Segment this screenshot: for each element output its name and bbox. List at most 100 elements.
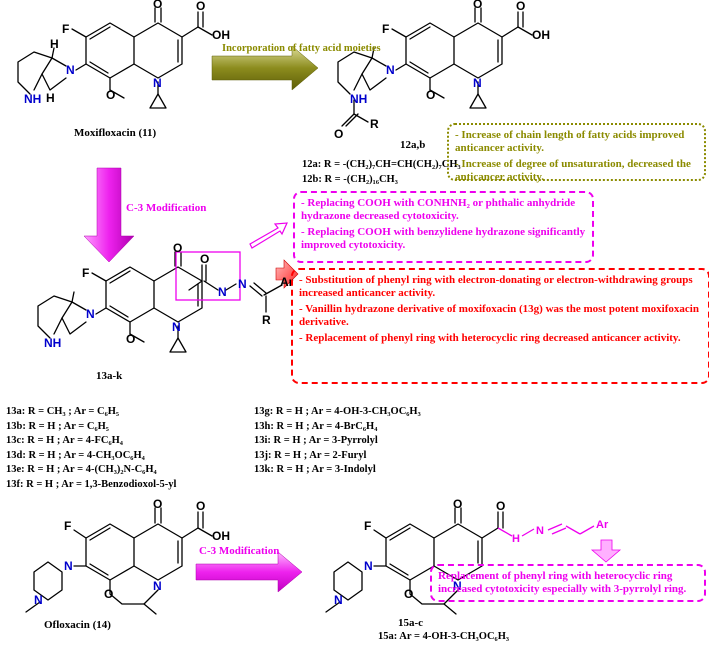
moxifloxacin-atoms: F O O OH N N O NH H H	[24, 0, 230, 106]
c3-modification-right-arrow	[195, 551, 303, 593]
hydrazide-note: - Replacing COOH with benzylidene hydraz…	[301, 226, 586, 251]
pyrrolidine-nitrogen-label-12: N	[386, 63, 395, 77]
compound-13-name: 13a-k	[96, 370, 123, 382]
moxifloxacin-name: Moxifloxacin (11)	[74, 127, 157, 139]
hydroxyl-label: OH	[212, 28, 230, 42]
c3-modification-label-bottom: C-3 Modification	[199, 545, 280, 557]
ring-nitrogen-label-15: N	[453, 579, 462, 593]
hydrazone-sidechain	[188, 264, 283, 313]
series-15-item: 15a: Ar = 4-OH-3-CH₃OC₆H₃	[378, 631, 510, 642]
piperidine-nh-label-13: NH	[44, 336, 61, 350]
series-12-list: 12a: R = -(CH₂)₇CH=CH(CH₂)₇CH₃ 12b: R = …	[302, 158, 461, 187]
oxazine-oxygen-label-14: O	[104, 587, 113, 601]
phenyl-notes-box: - Substitution of phenyl ring with elect…	[291, 268, 709, 384]
fatty-acid-arrow	[211, 45, 319, 91]
acid-oxygen-label-14: O	[196, 499, 205, 513]
series-12-item: 12a: R = -(CH₂)₇CH=CH(CH₂)₇CH₃	[302, 159, 461, 170]
phenyl-note: - Vanillin hydrazone derivative of moxif…	[299, 303, 699, 328]
series-13-list-right: 13g: R = H ; Ar = 4-OH-3-CH₃OC₆H₃ 13h: R…	[254, 405, 421, 478]
fatty-acid-arrow-label: Incorporation of fatty acid moieties	[222, 43, 381, 54]
compound-12-name: 12a,b	[400, 139, 426, 151]
series-13-item: 13f: R = H ; Ar = 1,3-Benzodioxol-5-yl	[6, 478, 177, 490]
fatty-acid-notes-box: - Increase of chain length of fatty acid…	[447, 123, 706, 183]
methoxy-oxygen-label-13: O	[126, 332, 135, 346]
carbonyl-oxygen-label-12: O	[473, 0, 482, 11]
ofloxacin-name: Ofloxacin (14)	[44, 619, 111, 631]
series-13-item: 13k: R = H ; Ar = 3-Indolyl	[254, 464, 376, 475]
ring-nitrogen-label-12: N	[473, 76, 482, 90]
ring-nitrogen-label: N	[153, 76, 162, 90]
amide-oxygen-label-12: O	[334, 127, 343, 141]
series-13-item: 13c: R = H ; Ar = 4-FC₆H₄	[6, 435, 123, 446]
series-13-item: 13d: R = H ; Ar = 4-CH₃OC₆H₄	[6, 449, 145, 461]
methyl-nitrogen-label-15: N	[334, 593, 343, 607]
piperazine-nitrogen-label-15: N	[364, 559, 373, 573]
phenyl-note: - Replacement of phenyl ring with hetero…	[299, 332, 681, 344]
ofloxacin-structure	[25, 507, 213, 615]
series-13-item: 13b: R = H ; Ar = C₆H₅	[6, 420, 109, 432]
series-13-list-left: 13a: R = CH₃ ; Ar = C₆H₅ 13b: R = H ; Ar…	[6, 405, 176, 492]
ofloxacin-atoms: F O O OH N O N N	[34, 497, 230, 607]
compound-12-atoms: F O O OH N N O NH O R	[334, 0, 550, 141]
hydroxyl-label-14: OH	[212, 529, 230, 543]
compound-15-structure	[325, 507, 504, 615]
ar-label-15: Ar	[596, 519, 609, 531]
moxifloxacin-structure	[17, 7, 213, 109]
ar-label-13: Ar	[280, 275, 294, 289]
carbonyl-oxygen-label-14: O	[153, 497, 162, 511]
series-13-item: 13a: R = CH₃ ; Ar = C₆H₅	[6, 406, 120, 417]
fluorine-label-15: F	[364, 519, 371, 533]
methoxy-oxygen-label: O	[106, 88, 115, 102]
pyrrolidine-nitrogen-label-13: N	[86, 307, 95, 321]
hydrazide-highlight-box	[175, 251, 241, 301]
fluorine-label-13: F	[82, 266, 89, 280]
fatty-note: - Increase of chain length of fatty acid…	[455, 129, 685, 154]
c3-modification-down-arrow	[83, 167, 135, 263]
compound-13-atoms: F O O N N O NH N N Ar R	[44, 241, 294, 350]
stereo-h-label: H	[50, 37, 59, 51]
pyrrolidine-nitrogen-label: N	[66, 63, 75, 77]
carbonyl-oxygen-label-13: O	[173, 241, 182, 255]
ofloxacin-note: Replacement of phenyl ring with heterocy…	[438, 570, 687, 595]
series-13-item: 13h: R = H ; Ar = 4-BrC₆H₄	[254, 420, 378, 432]
c3-modification-label-top: C-3 Modification	[126, 202, 207, 214]
fluorine-label: F	[62, 22, 69, 36]
acid-oxygen-label-12: O	[516, 0, 525, 13]
r-label-13: R	[262, 313, 271, 327]
compound-15-name: 15a-c	[398, 617, 424, 629]
hydrazide-note-pointer	[249, 222, 288, 249]
r-group-label-12: R	[370, 117, 379, 131]
carbonyl-oxygen-label: O	[153, 0, 162, 11]
magenta-hydrazone-sidechain	[497, 523, 595, 537]
imine-nitrogen-label-13: N	[238, 277, 247, 291]
methyl-nitrogen-label-14: N	[34, 593, 43, 607]
ofloxacin-notes-box: Replacement of phenyl ring with heterocy…	[430, 564, 706, 602]
amide-nitrogen-label-13: N	[218, 285, 227, 299]
stereo-h-label-2: H	[46, 91, 55, 105]
series-12-item: 12b: R = -(CH₂)₁₆CH₃	[302, 173, 398, 185]
piperidine-nitrogen-label-12: NH	[350, 92, 367, 106]
piperazine-nitrogen-label-14: N	[64, 559, 73, 573]
hydroxyl-label-12: OH	[532, 28, 550, 42]
series-13-item: 13e: R = H ; Ar = 4-(CH₃)₂N-C₆H₄	[6, 464, 157, 475]
acid-oxygen-label: O	[196, 0, 205, 13]
compound-15-atoms: F O O N O N N H N Ar	[334, 497, 609, 607]
fatty-note: - Increase of degree of unsaturation, de…	[455, 158, 691, 183]
series-13-item: 13i: R = H ; Ar = 3-Pyrrolyl	[254, 435, 378, 446]
ring-nitrogen-label-14: N	[153, 579, 162, 593]
ring-nitrogen-label-13: N	[172, 320, 181, 334]
carbonyl-oxygen-label-15: O	[453, 497, 462, 511]
compound-13-structure	[37, 251, 203, 353]
series-13-item: 13j: R = H ; Ar = 2-Furyl	[254, 449, 367, 461]
hydrazide-note: - Replacing COOH with CONHNH₂ or phthali…	[301, 197, 576, 222]
imine-nitrogen-label-15: N	[536, 525, 544, 537]
compound-12-structure	[337, 7, 533, 127]
fluorine-label-14: F	[64, 519, 71, 533]
ofloxacin-note-pointer	[590, 539, 622, 563]
piperidine-nh-label: NH	[24, 92, 41, 106]
oxazine-oxygen-label-15: O	[404, 587, 413, 601]
amide-oxygen-label-15: O	[496, 499, 505, 513]
methoxy-oxygen-label-12: O	[426, 88, 435, 102]
phenyl-note: - Substitution of phenyl ring with elect…	[299, 274, 693, 299]
